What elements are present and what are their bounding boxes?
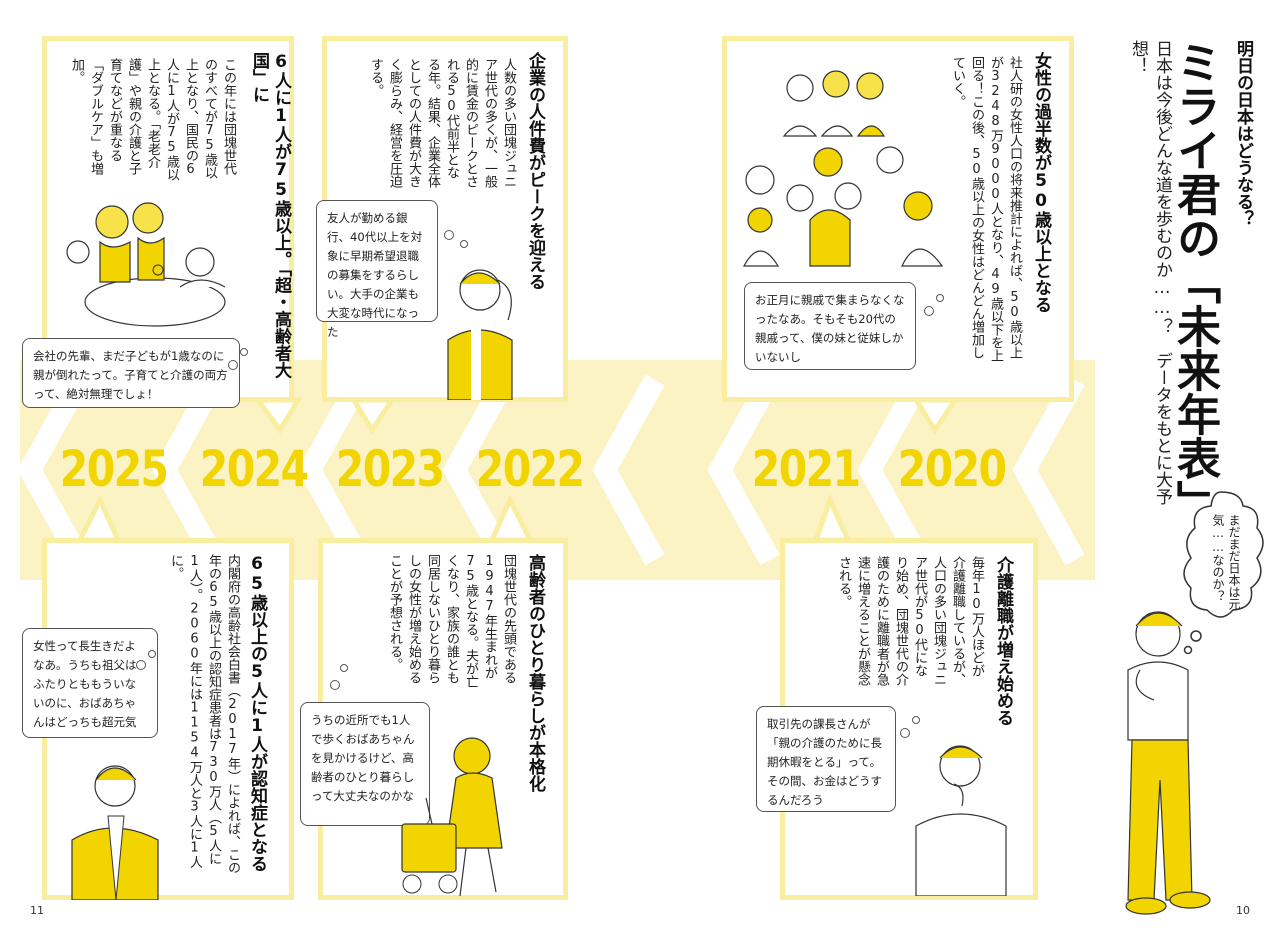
elderly-woman-cart-illustration xyxy=(401,737,503,897)
bubble-dot xyxy=(900,728,910,738)
card-2023-title: 企業の人件費がピークを迎える xyxy=(525,52,545,290)
year-2024: 2024 xyxy=(199,440,309,498)
bubble-dot xyxy=(460,240,468,248)
mirai-thought-text: まだまだ日本は元気……なのか？ xyxy=(1211,514,1241,610)
page-number-right: 10 xyxy=(1236,904,1250,917)
card-2022-title: 高齢者のひとり暮らしが本格化 xyxy=(525,554,545,792)
bubble-dot xyxy=(924,306,934,316)
mirai-kun-illustration xyxy=(1125,611,1211,915)
bubble-dot xyxy=(912,716,920,724)
card-2021-title: 介護離職が増え始める xyxy=(993,556,1013,726)
speech-bubble-2025: 女性って長生きだよなあ。うちも祖父はふたりとももういないのに、おばあちゃんはどっ… xyxy=(22,628,158,738)
worried-man-illustration xyxy=(447,269,513,400)
year-2020: 2020 xyxy=(897,440,1007,498)
bubble-dot xyxy=(936,294,944,302)
bubble-dot xyxy=(136,660,146,670)
card-2023 xyxy=(322,36,568,402)
card-2020-title: 女性の過半数が50歳以上となる xyxy=(1031,52,1051,313)
bubble-dot xyxy=(148,650,156,658)
bubble-dot xyxy=(228,360,238,370)
family-illustration xyxy=(66,202,226,327)
speech-bubble-2023: 友人が勤める銀行、40代以上を対象に早期希望退職の募集をするらしい。大手の企業も… xyxy=(316,200,438,339)
card-2022-body: 団塊世代の先頭である1947年生まれが75歳となる。夫が亡くなり、家族の誰とも同… xyxy=(387,554,516,688)
page-title: ミライ君の「未来年表」 xyxy=(1169,40,1220,524)
card-2024-body: この年には団塊世代のすべてが75歳以上となり、国民の6人に1人が75歳以上となる… xyxy=(69,58,236,181)
card-2021-body: 毎年10万人ほどが介護離職しているが、人口の多い団塊ジュニア世代が50代になり始… xyxy=(836,556,984,686)
year-2022: 2022 xyxy=(475,440,585,498)
speech-bubble-2020: お正月に親戚で集まらなくなったなあ。そもそも20代の親戚って、僕の妹と従妹しかい… xyxy=(744,282,916,370)
card-2020-body: 社人研の女性人口の将来推計によれば、50歳以上が3248万9000人となり、49… xyxy=(950,56,1022,362)
bubble-dot xyxy=(330,680,340,690)
card-2023-body: 人数の多い団塊ジュニア世代の多くが、一般的に賃金のピークとされる50代前半となる… xyxy=(368,58,516,188)
header-subtitle: 日本は今後どんな道を歩むのか……？ データをもとに大予想！ xyxy=(1128,40,1172,505)
year-2025: 2025 xyxy=(59,440,169,498)
speech-bubble-2021: 取引先の課長さんが「親の介護のために長期休暇をとる」って。その間、お金はどうする… xyxy=(756,706,896,812)
card-2025-body: 内閣府の高齢社会白書（2017年）によれば、この年の65歳以上の認知症患者は73… xyxy=(168,554,240,874)
header-kicker: 明日の日本はどうなる？ xyxy=(1233,40,1253,227)
bubble-dot xyxy=(340,664,348,672)
thought-cloud xyxy=(1183,491,1264,655)
year-2023: 2023 xyxy=(335,440,445,498)
speech-bubble-2024: 会社の先輩、まだ子どもが1歳なのに親が倒れたって。子育てと介護の両方って、絶対無… xyxy=(22,338,240,408)
bubble-dot xyxy=(444,230,454,240)
card-2025-title: 65歳以上の5人に1人が認知症となる xyxy=(247,554,267,872)
bubble-dot xyxy=(240,348,248,356)
businessman-illustration xyxy=(71,765,159,900)
year-2021: 2021 xyxy=(751,440,861,498)
page-number-left: 11 xyxy=(30,904,44,917)
card-2024-title: 6人に1人が75歳以上。「超・高齢者大国」に xyxy=(249,52,291,379)
thinking-man-illustration xyxy=(915,745,1007,896)
speech-bubble-2022: うちの近所でも1人で歩くおばあちゃんを見かけるけど、高齢者のひとり暮らしって大丈… xyxy=(300,702,430,826)
relatives-illustration xyxy=(742,70,944,267)
